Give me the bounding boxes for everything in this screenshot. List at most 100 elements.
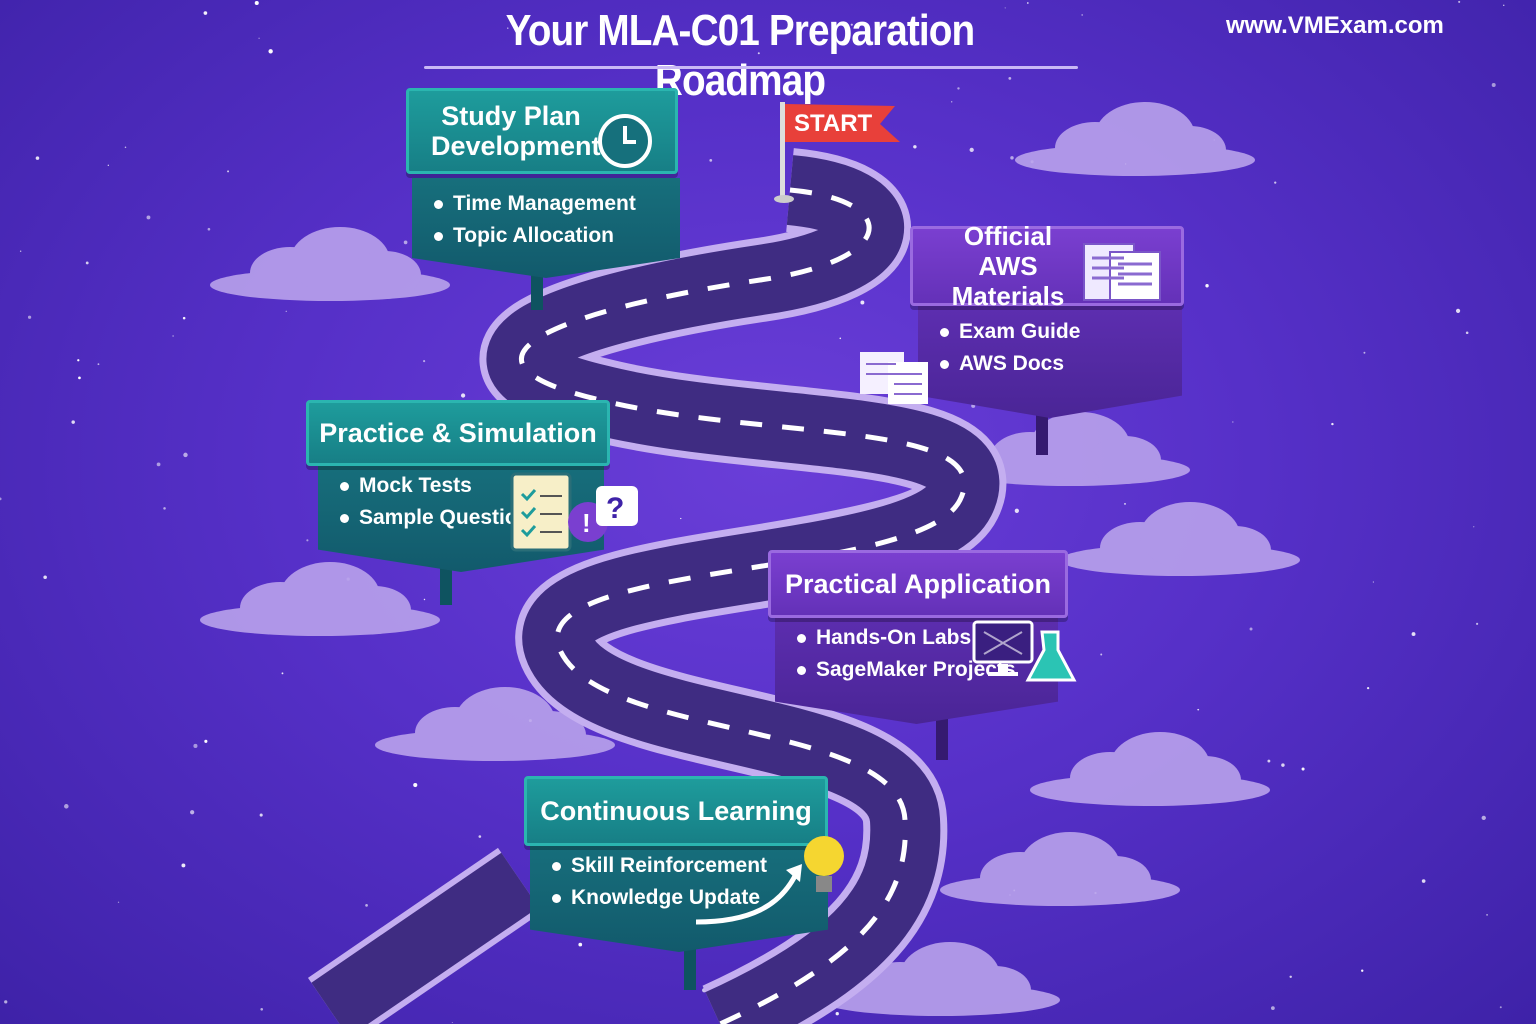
sign-post bbox=[936, 710, 948, 760]
start-flag-label: START bbox=[794, 110, 873, 137]
star bbox=[207, 227, 211, 231]
star bbox=[835, 1012, 839, 1016]
star bbox=[27, 315, 32, 319]
star bbox=[423, 360, 426, 363]
star bbox=[1267, 759, 1271, 763]
star bbox=[403, 240, 408, 245]
star bbox=[1473, 526, 1475, 528]
step-title: Practice & Simulation bbox=[319, 417, 597, 448]
star bbox=[913, 145, 917, 149]
star bbox=[193, 743, 198, 749]
star bbox=[64, 804, 69, 809]
star bbox=[839, 337, 842, 340]
star bbox=[1361, 969, 1364, 972]
star bbox=[117, 901, 120, 903]
star bbox=[1455, 308, 1461, 313]
star bbox=[97, 363, 100, 366]
star bbox=[227, 170, 230, 173]
star bbox=[1476, 622, 1479, 625]
svg-text:?: ? bbox=[606, 492, 624, 525]
step-title: Continuous Learning bbox=[540, 795, 812, 826]
star bbox=[1249, 627, 1253, 631]
cloud bbox=[1030, 732, 1270, 806]
star bbox=[182, 316, 186, 320]
star bbox=[268, 49, 273, 54]
star bbox=[1421, 879, 1426, 883]
list-item: Mock Tests bbox=[340, 474, 604, 498]
star bbox=[1026, 2, 1029, 4]
star bbox=[183, 452, 188, 458]
page-title: Your MLA-C01 Preparation Roadmap bbox=[505, 6, 976, 105]
star bbox=[969, 147, 974, 153]
star bbox=[423, 598, 426, 601]
star bbox=[507, 27, 509, 29]
step-title: Official AWS Materials bbox=[951, 221, 1065, 311]
star bbox=[306, 539, 309, 542]
star bbox=[35, 156, 40, 160]
star bbox=[1281, 763, 1285, 767]
cloud bbox=[950, 412, 1190, 486]
star bbox=[1004, 7, 1006, 9]
list-item: Topic Allocation bbox=[434, 224, 680, 248]
star bbox=[259, 813, 263, 817]
cloud bbox=[375, 687, 615, 761]
star bbox=[77, 359, 80, 362]
star bbox=[460, 393, 466, 398]
cloud bbox=[210, 227, 450, 301]
clouds-decoration bbox=[200, 102, 1300, 1016]
star bbox=[1197, 708, 1200, 711]
star bbox=[1100, 653, 1103, 656]
star bbox=[1014, 508, 1019, 513]
star bbox=[260, 1007, 264, 1011]
cloud bbox=[200, 562, 440, 636]
star bbox=[709, 158, 713, 162]
monitor-flask-icon bbox=[972, 620, 1077, 682]
star bbox=[4, 1000, 8, 1004]
cloud bbox=[1015, 102, 1255, 176]
star bbox=[850, 23, 853, 26]
cloud bbox=[820, 942, 1060, 1016]
star bbox=[203, 11, 208, 15]
star bbox=[1481, 815, 1486, 821]
star bbox=[1301, 767, 1305, 771]
star bbox=[146, 215, 151, 220]
star bbox=[1411, 632, 1416, 637]
star bbox=[1008, 77, 1012, 80]
star bbox=[190, 810, 195, 815]
star bbox=[451, 1022, 453, 1024]
star bbox=[124, 146, 127, 149]
list-item: Time Management bbox=[434, 192, 680, 216]
star bbox=[1289, 975, 1292, 979]
star bbox=[1503, 4, 1505, 6]
list-item: Sample Questions bbox=[340, 506, 604, 530]
star bbox=[1372, 581, 1375, 583]
website-url: www.VMExam.com bbox=[1226, 12, 1444, 39]
star bbox=[365, 903, 368, 907]
road bbox=[307, 148, 1007, 1024]
cloud bbox=[1060, 502, 1300, 576]
star bbox=[85, 261, 89, 265]
star bbox=[258, 37, 260, 39]
list-item: Hands-On Labs bbox=[797, 626, 1058, 650]
star bbox=[1205, 284, 1209, 288]
star bbox=[254, 1, 259, 6]
step-title: Study Plan Development bbox=[431, 101, 601, 161]
clock-icon bbox=[598, 114, 652, 168]
star bbox=[71, 420, 75, 424]
star bbox=[1274, 181, 1277, 184]
list-item: Skill Reinforcement bbox=[552, 854, 828, 878]
star bbox=[478, 835, 482, 838]
title-underline bbox=[424, 66, 1078, 69]
star bbox=[1499, 1006, 1502, 1009]
list-item: SageMaker Projects bbox=[797, 658, 1058, 682]
star bbox=[957, 87, 960, 90]
star bbox=[1363, 351, 1366, 354]
star bbox=[107, 164, 109, 167]
star bbox=[1232, 421, 1234, 423]
star bbox=[19, 250, 22, 252]
star bbox=[1010, 156, 1014, 160]
star bbox=[0, 497, 2, 501]
star bbox=[680, 517, 682, 520]
star bbox=[1366, 686, 1370, 690]
